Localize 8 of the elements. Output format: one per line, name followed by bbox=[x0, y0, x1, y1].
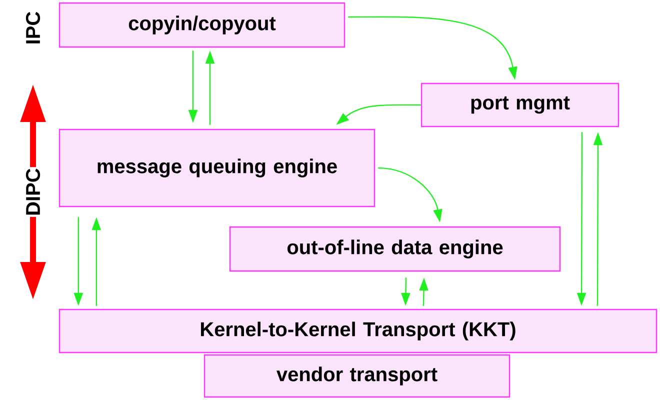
process-box: message queuing engine bbox=[58, 128, 376, 208]
side-label: IPC bbox=[24, 10, 42, 46]
process-box: vendor transport bbox=[204, 354, 510, 398]
process-box: port mgmt bbox=[420, 82, 620, 128]
process-box: copyin/copyout bbox=[58, 2, 346, 48]
process-box: out-of-line data engine bbox=[229, 226, 561, 272]
process-box: Kernel-to-Kernel Transport (KKT) bbox=[58, 308, 658, 354]
side-label: DIPC bbox=[24, 167, 42, 217]
